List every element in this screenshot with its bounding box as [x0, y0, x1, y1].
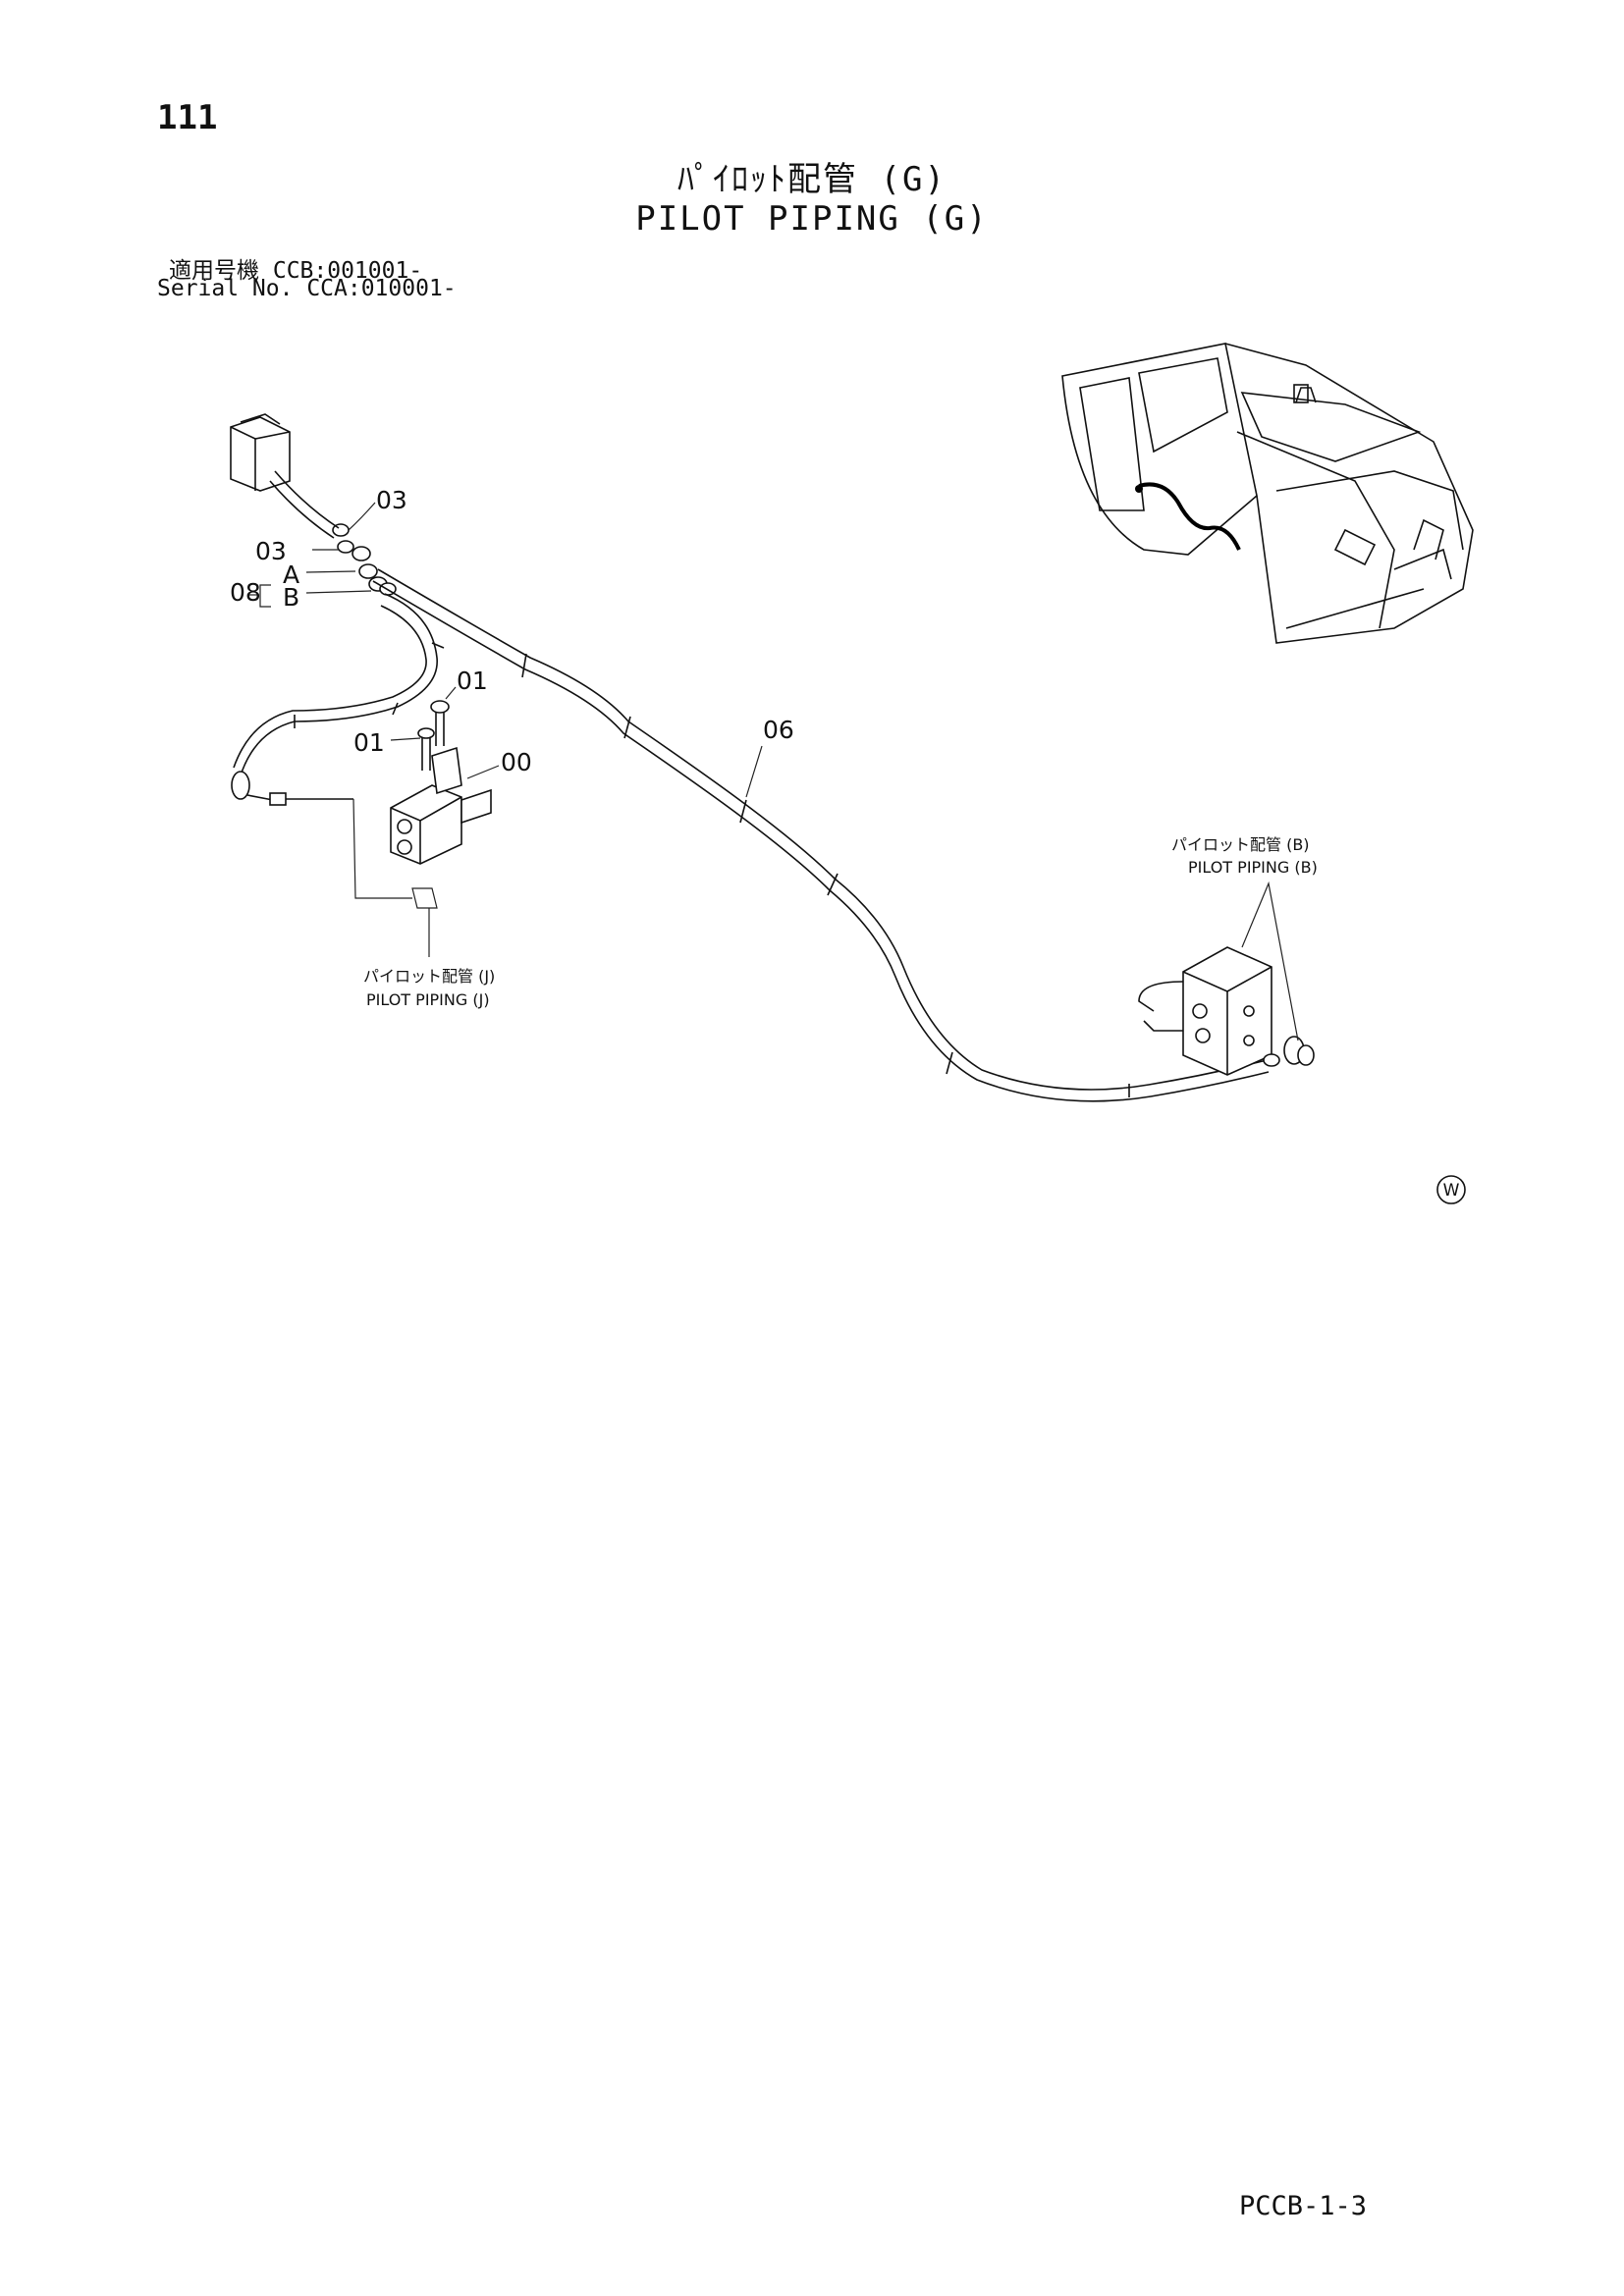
note-pilot-piping-b-en: PILOT PIPING (B): [1188, 858, 1318, 877]
callout-08: 08: [230, 578, 261, 607]
fittings-group: [332, 523, 397, 596]
page-title-japanese: ﾊﾟｲﾛｯﾄ配管 (G): [677, 160, 947, 199]
page-code: PCCB-1-3: [1239, 2191, 1368, 2221]
hose-06: [372, 568, 1270, 1102]
valve-block-pilot-piping-b: [1138, 946, 1315, 1076]
page-title-english: PILOT PIPING (G): [635, 199, 989, 239]
serial-number-english: Serial No. CCA:010001-: [157, 276, 457, 301]
callout-06: 06: [763, 716, 794, 744]
note-pilot-piping-b-jp: パイロット配管 (B): [1171, 835, 1310, 854]
callout-A: A: [283, 561, 299, 589]
serial-number-japanese: 適用号機 CCB:001001-: [169, 258, 423, 284]
callout-01-left: 01: [353, 728, 385, 757]
page-number: 111: [157, 98, 218, 137]
note-pilot-piping-j-en: PILOT PIPING (J): [366, 990, 490, 1009]
callout-03-top: 03: [376, 486, 407, 514]
bolts-01: [417, 700, 450, 771]
circled-w-mark: W: [1436, 1175, 1466, 1204]
callout-B: B: [283, 583, 299, 612]
callout-01-top: 01: [457, 667, 488, 695]
part-00-valve: [390, 746, 492, 865]
note-pilot-piping-j-jp: パイロット配管 (J): [363, 967, 495, 986]
callout-03-left: 03: [255, 537, 287, 565]
excavator-overview-illustration: [1061, 343, 1474, 644]
circled-w-letter: W: [1443, 1181, 1460, 1201]
pilot-valve-illustration: [230, 413, 291, 492]
hose-08: [231, 593, 445, 806]
callout-00: 00: [501, 748, 532, 776]
